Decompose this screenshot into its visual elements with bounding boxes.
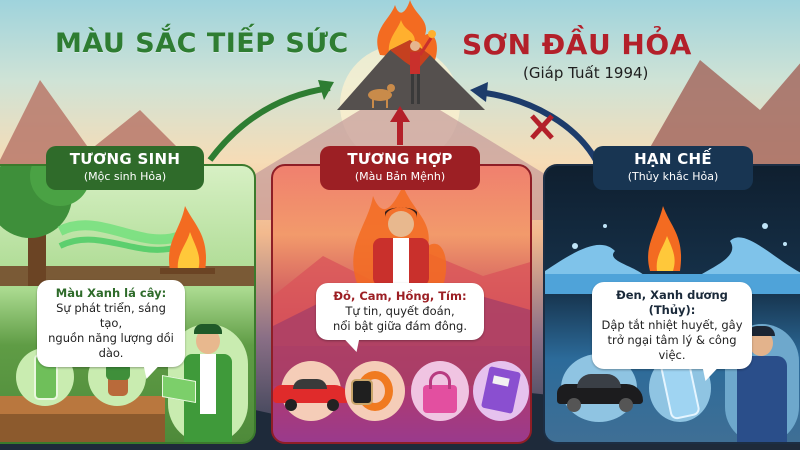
red-x-icon bbox=[530, 114, 554, 140]
bubble-line: nổi bật giữa đám đông. bbox=[333, 319, 467, 333]
bubble-line: Dập tắt nhiệt huyết, gây bbox=[601, 318, 743, 332]
volcano-climber-icon bbox=[337, 0, 485, 110]
badge-subtitle: (Mộc sinh Hỏa) bbox=[83, 170, 167, 183]
bubble-line: Tự tin, quyết đoán, bbox=[345, 304, 455, 318]
speech-bubble-han-che: Đen, Xanh dương (Thủy): Dập tắt nhiệt hu… bbox=[592, 282, 752, 369]
bubble-line: trở ngại tâm lý & công việc. bbox=[607, 333, 737, 362]
badge-tuong-hop: TƯƠNG HỢP (Màu Bản Mệnh) bbox=[320, 146, 480, 190]
bubble-lead: Đỏ, Cam, Hồng, Tím: bbox=[333, 289, 467, 303]
bubble-lead: Màu Xanh lá cây: bbox=[55, 286, 167, 300]
orange-smartwatch-icon bbox=[345, 361, 405, 421]
relationship-arrows bbox=[207, 80, 603, 170]
badge-title: TƯƠNG HỢP bbox=[347, 150, 453, 168]
pink-handbag-icon bbox=[411, 361, 469, 421]
purple-notebook-icon bbox=[473, 361, 529, 421]
red-sports-car-icon bbox=[273, 361, 349, 421]
bubble-lead: Đen, Xanh dương (Thủy): bbox=[616, 288, 728, 317]
green-arrow-head bbox=[318, 80, 334, 100]
blue-arrow-head bbox=[470, 82, 488, 102]
bubble-line: nguồn năng lượng dồi dào. bbox=[48, 331, 174, 360]
bubble-line: Sự phát triển, sáng tạo, bbox=[56, 301, 166, 330]
badge-tuong-sinh: TƯƠNG SINH (Mộc sinh Hỏa) bbox=[46, 146, 204, 190]
subtitle-year: (Giáp Tuất 1994) bbox=[523, 64, 649, 82]
title-right: SƠN ĐẦU HỎA bbox=[462, 28, 692, 61]
badge-han-che: HẠN CHẾ (Thủy khắc Hỏa) bbox=[593, 146, 753, 190]
speech-bubble-tuong-hop: Đỏ, Cam, Hồng, Tím: Tự tin, quyết đoán, … bbox=[316, 283, 484, 340]
speech-bubble-tuong-sinh: Màu Xanh lá cây: Sự phát triển, sáng tạo… bbox=[37, 280, 185, 367]
badge-title: TƯƠNG SINH bbox=[69, 150, 181, 168]
red-arrow-head bbox=[390, 106, 410, 122]
badge-subtitle: (Thủy khắc Hỏa) bbox=[627, 170, 719, 183]
title-left: MÀU SẮC TIẾP SỨC bbox=[55, 28, 349, 59]
badge-title: HẠN CHẾ bbox=[634, 150, 712, 168]
badge-subtitle: (Màu Bản Mệnh) bbox=[354, 170, 446, 183]
